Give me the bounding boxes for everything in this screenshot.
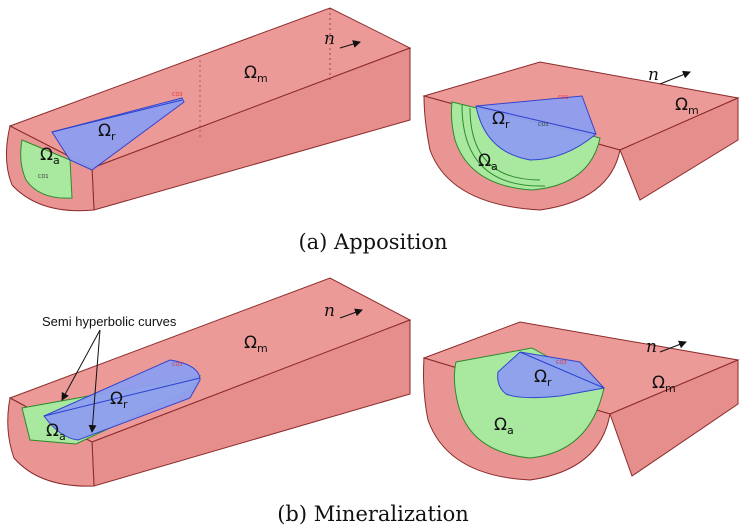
resorption-cone <box>475 95 597 161</box>
omega-r-label: Ωr <box>98 121 116 143</box>
omega-m-label: Ωm <box>652 373 676 395</box>
tag-co3: CO3 <box>172 362 183 368</box>
resorption-cone <box>43 359 201 441</box>
omega-r-label: Ωr <box>492 109 510 131</box>
matrix-front-face <box>619 97 739 201</box>
omega-a-label: Ωa <box>478 151 498 173</box>
omega-m-label: Ωm <box>244 63 268 85</box>
tag-co1: CO1 <box>38 174 49 180</box>
tag-co3: CO3 <box>556 360 567 366</box>
mineralization-left-view: Semi hyperbolic curves CO3 Ωm Ωr Ωa n <box>7 277 412 487</box>
apposition-right-view: CO1 CO3 Ωm Ωr Ωa n <box>422 61 740 211</box>
tag-co1: CO1 <box>558 95 569 101</box>
resorption-cone <box>51 97 185 171</box>
mineralization-right-view: CO3 Ωm Ωr Ωa n <box>422 321 740 481</box>
apposition-region <box>20 139 73 199</box>
omega-a-label: Ωa <box>494 415 514 437</box>
normal-n-label: n <box>324 301 335 321</box>
normal-n-label: n <box>648 65 659 85</box>
normal-n-label: n <box>646 337 657 357</box>
omega-m-label: Ωm <box>244 333 268 355</box>
tag-co3: CO3 <box>172 92 183 98</box>
semi-hyperbolic-callout: Semi hyperbolic curves <box>42 314 177 329</box>
caption-b: (b) Mineralization <box>277 502 469 526</box>
omega-m-label: Ωm <box>675 95 699 117</box>
resorption-cone <box>497 351 605 399</box>
omega-a-label: Ωa <box>40 145 60 167</box>
caption-a: (a) Apposition <box>298 230 447 254</box>
tag-co3: CO3 <box>538 122 549 128</box>
omega-r-label: Ωr <box>534 367 552 389</box>
omega-a-label: Ωa <box>46 421 66 443</box>
apposition-left-view: CO3 CO1 Ωm Ωr Ωa n <box>6 7 412 212</box>
normal-n-label: n <box>324 29 335 49</box>
matrix-front-face <box>609 359 739 477</box>
omega-r-label: Ωr <box>110 389 128 411</box>
